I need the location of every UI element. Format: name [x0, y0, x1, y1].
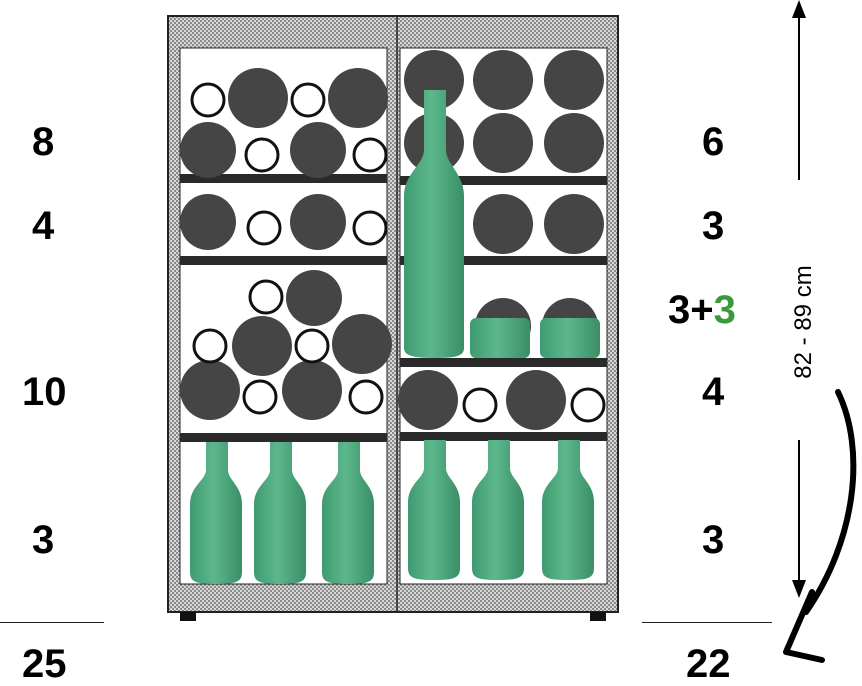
left-total-rule [0, 622, 104, 623]
right-count-zone-3-base: 3 [668, 288, 690, 332]
right-zone-5-bottles [408, 440, 594, 580]
right-count-zone-4: 4 [702, 372, 724, 412]
right-total: 22 [686, 644, 731, 684]
curved-arrow [786, 392, 853, 660]
right-count-zone-3: 3+3 [668, 290, 736, 330]
left-count-zone-3: 10 [22, 372, 67, 412]
left-total: 25 [22, 644, 67, 684]
left-count-zone-4: 3 [32, 520, 54, 560]
plus-sign: + [690, 288, 713, 332]
right-count-zone-5: 3 [702, 520, 724, 560]
left-zone-4-bottles [190, 442, 374, 584]
right-count-zone-1: 6 [702, 122, 724, 162]
left-count-zone-1: 8 [32, 122, 54, 162]
right-count-zone-3-extra: 3 [714, 288, 736, 332]
left-count-zone-2: 4 [32, 206, 54, 246]
height-label: 82 - 89 cm [790, 259, 818, 384]
cabinet-foot-right [590, 612, 606, 621]
right-total-rule [642, 622, 772, 623]
right-count-zone-2: 3 [702, 206, 724, 246]
cabinet-foot-left [180, 612, 196, 621]
